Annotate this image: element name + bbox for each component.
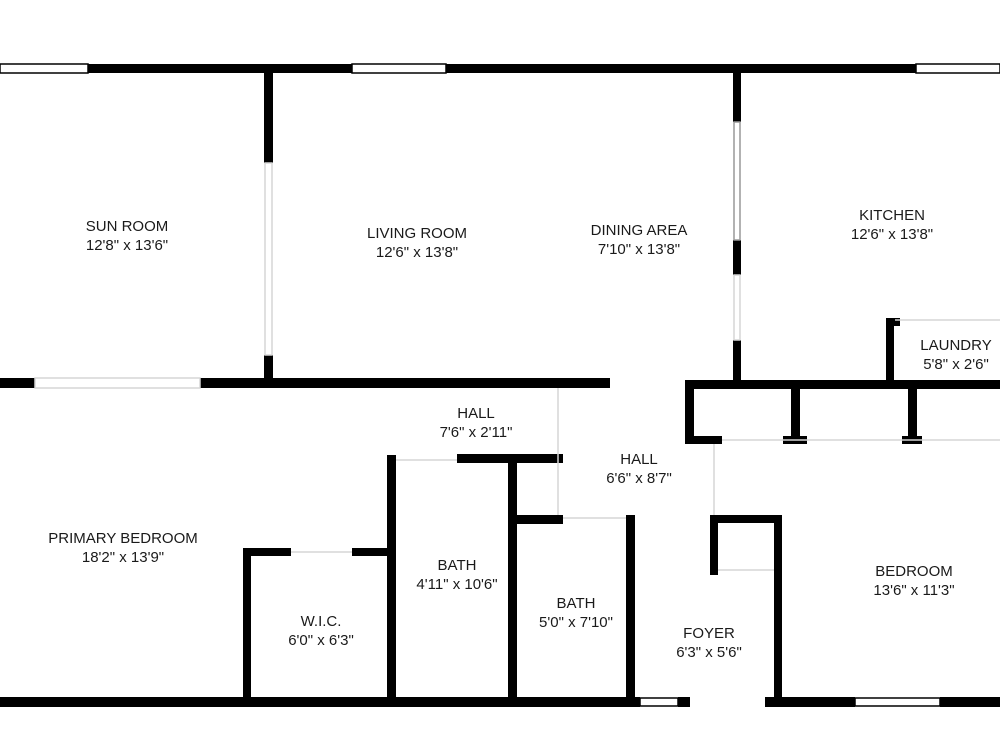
wall bbox=[886, 318, 894, 384]
room-living-room: LIVING ROOM 12'6" x 13'8" bbox=[367, 224, 467, 262]
room-name: HALL bbox=[457, 405, 495, 422]
room-name: BATH bbox=[437, 557, 477, 574]
wall bbox=[733, 340, 741, 385]
room-size: 5'8" x 2'6" bbox=[923, 356, 989, 373]
wall-bottom bbox=[678, 697, 690, 707]
room-size: 13'6" x 11'3" bbox=[873, 582, 955, 599]
wall-bottom bbox=[765, 697, 855, 707]
window bbox=[351, 63, 447, 74]
room-primary-bedroom: PRIMARY BEDROOM 18'2" x 13'9" bbox=[48, 529, 197, 567]
room-wic: W.I.C. 6'0" x 6'3" bbox=[288, 612, 354, 650]
wall bbox=[264, 355, 273, 385]
wall bbox=[908, 388, 917, 444]
wall bbox=[685, 380, 694, 444]
walls bbox=[0, 64, 1000, 707]
openings bbox=[34, 121, 1000, 571]
room-size: 18'2" x 13'9" bbox=[81, 549, 165, 566]
room-size: 7'6" x 2'11" bbox=[439, 424, 513, 441]
wall bbox=[508, 454, 517, 704]
wall bbox=[733, 72, 741, 122]
room-bath-1: BATH 4'11" x 10'6" bbox=[416, 556, 497, 594]
window bbox=[854, 697, 941, 707]
room-name: BATH bbox=[556, 595, 596, 612]
room-size: 7'10" x 13'8" bbox=[597, 241, 681, 258]
room-name: PRIMARY BEDROOM bbox=[48, 530, 198, 547]
wall bbox=[774, 515, 782, 705]
room-size: 4'11" x 10'6" bbox=[416, 576, 498, 593]
wall bbox=[508, 515, 563, 524]
wall-top bbox=[0, 64, 1000, 73]
room-bath-2: BATH 5'0" x 7'10" bbox=[539, 594, 613, 632]
wall bbox=[387, 455, 396, 705]
window bbox=[0, 63, 89, 74]
wall bbox=[886, 318, 900, 326]
room-name: KITCHEN bbox=[859, 207, 925, 224]
room-kitchen: KITCHEN 12'6" x 13'8" bbox=[851, 206, 933, 244]
wall bbox=[791, 388, 800, 444]
room-hall-2: HALL 6'6" x 8'7" bbox=[606, 450, 672, 488]
wall bbox=[710, 515, 718, 575]
room-laundry: LAUNDRY 5'8" x 2'6" bbox=[920, 336, 991, 374]
room-name: LAUNDRY bbox=[920, 337, 992, 354]
wall-bottom bbox=[0, 697, 640, 707]
room-size: 12'6" x 13'8" bbox=[375, 244, 459, 261]
room-name: BEDROOM bbox=[875, 563, 953, 580]
room-bedroom: BEDROOM 13'6" x 11'3" bbox=[873, 562, 954, 600]
wall bbox=[685, 436, 722, 444]
room-name: FOYER bbox=[683, 625, 735, 642]
room-dining-area: DINING AREA 7'10" x 13'8" bbox=[591, 221, 688, 259]
room-size: 6'6" x 8'7" bbox=[606, 470, 672, 487]
room-size: 6'3" x 5'6" bbox=[676, 644, 742, 661]
room-name: HALL bbox=[620, 451, 658, 468]
room-size: 6'0" x 6'3" bbox=[288, 632, 354, 649]
room-name: W.I.C. bbox=[300, 613, 342, 630]
wall bbox=[685, 380, 1000, 389]
room-name: LIVING ROOM bbox=[366, 225, 468, 242]
room-hall-1: HALL 7'6" x 2'11" bbox=[440, 404, 513, 442]
room-size: 12'8" x 13'6" bbox=[85, 237, 169, 254]
wall-bottom bbox=[940, 697, 1000, 707]
window bbox=[639, 697, 679, 707]
room-name: SUN ROOM bbox=[85, 218, 169, 235]
wall bbox=[0, 378, 35, 388]
wall bbox=[626, 515, 635, 705]
wall bbox=[733, 240, 741, 275]
room-foyer: FOYER 6'3" x 5'6" bbox=[676, 624, 742, 662]
wall bbox=[243, 548, 251, 705]
wall bbox=[352, 548, 392, 556]
wall bbox=[264, 72, 273, 163]
room-sun-room: SUN ROOM 12'8" x 13'6" bbox=[86, 217, 169, 255]
room-name: DINING AREA bbox=[590, 222, 688, 239]
wall bbox=[243, 548, 291, 556]
room-size: 12'6" x 13'8" bbox=[850, 226, 934, 243]
windows bbox=[0, 63, 1000, 707]
room-size: 5'0" x 7'10" bbox=[539, 614, 613, 631]
wall bbox=[710, 515, 782, 523]
window bbox=[915, 63, 1000, 74]
wall bbox=[200, 378, 610, 388]
